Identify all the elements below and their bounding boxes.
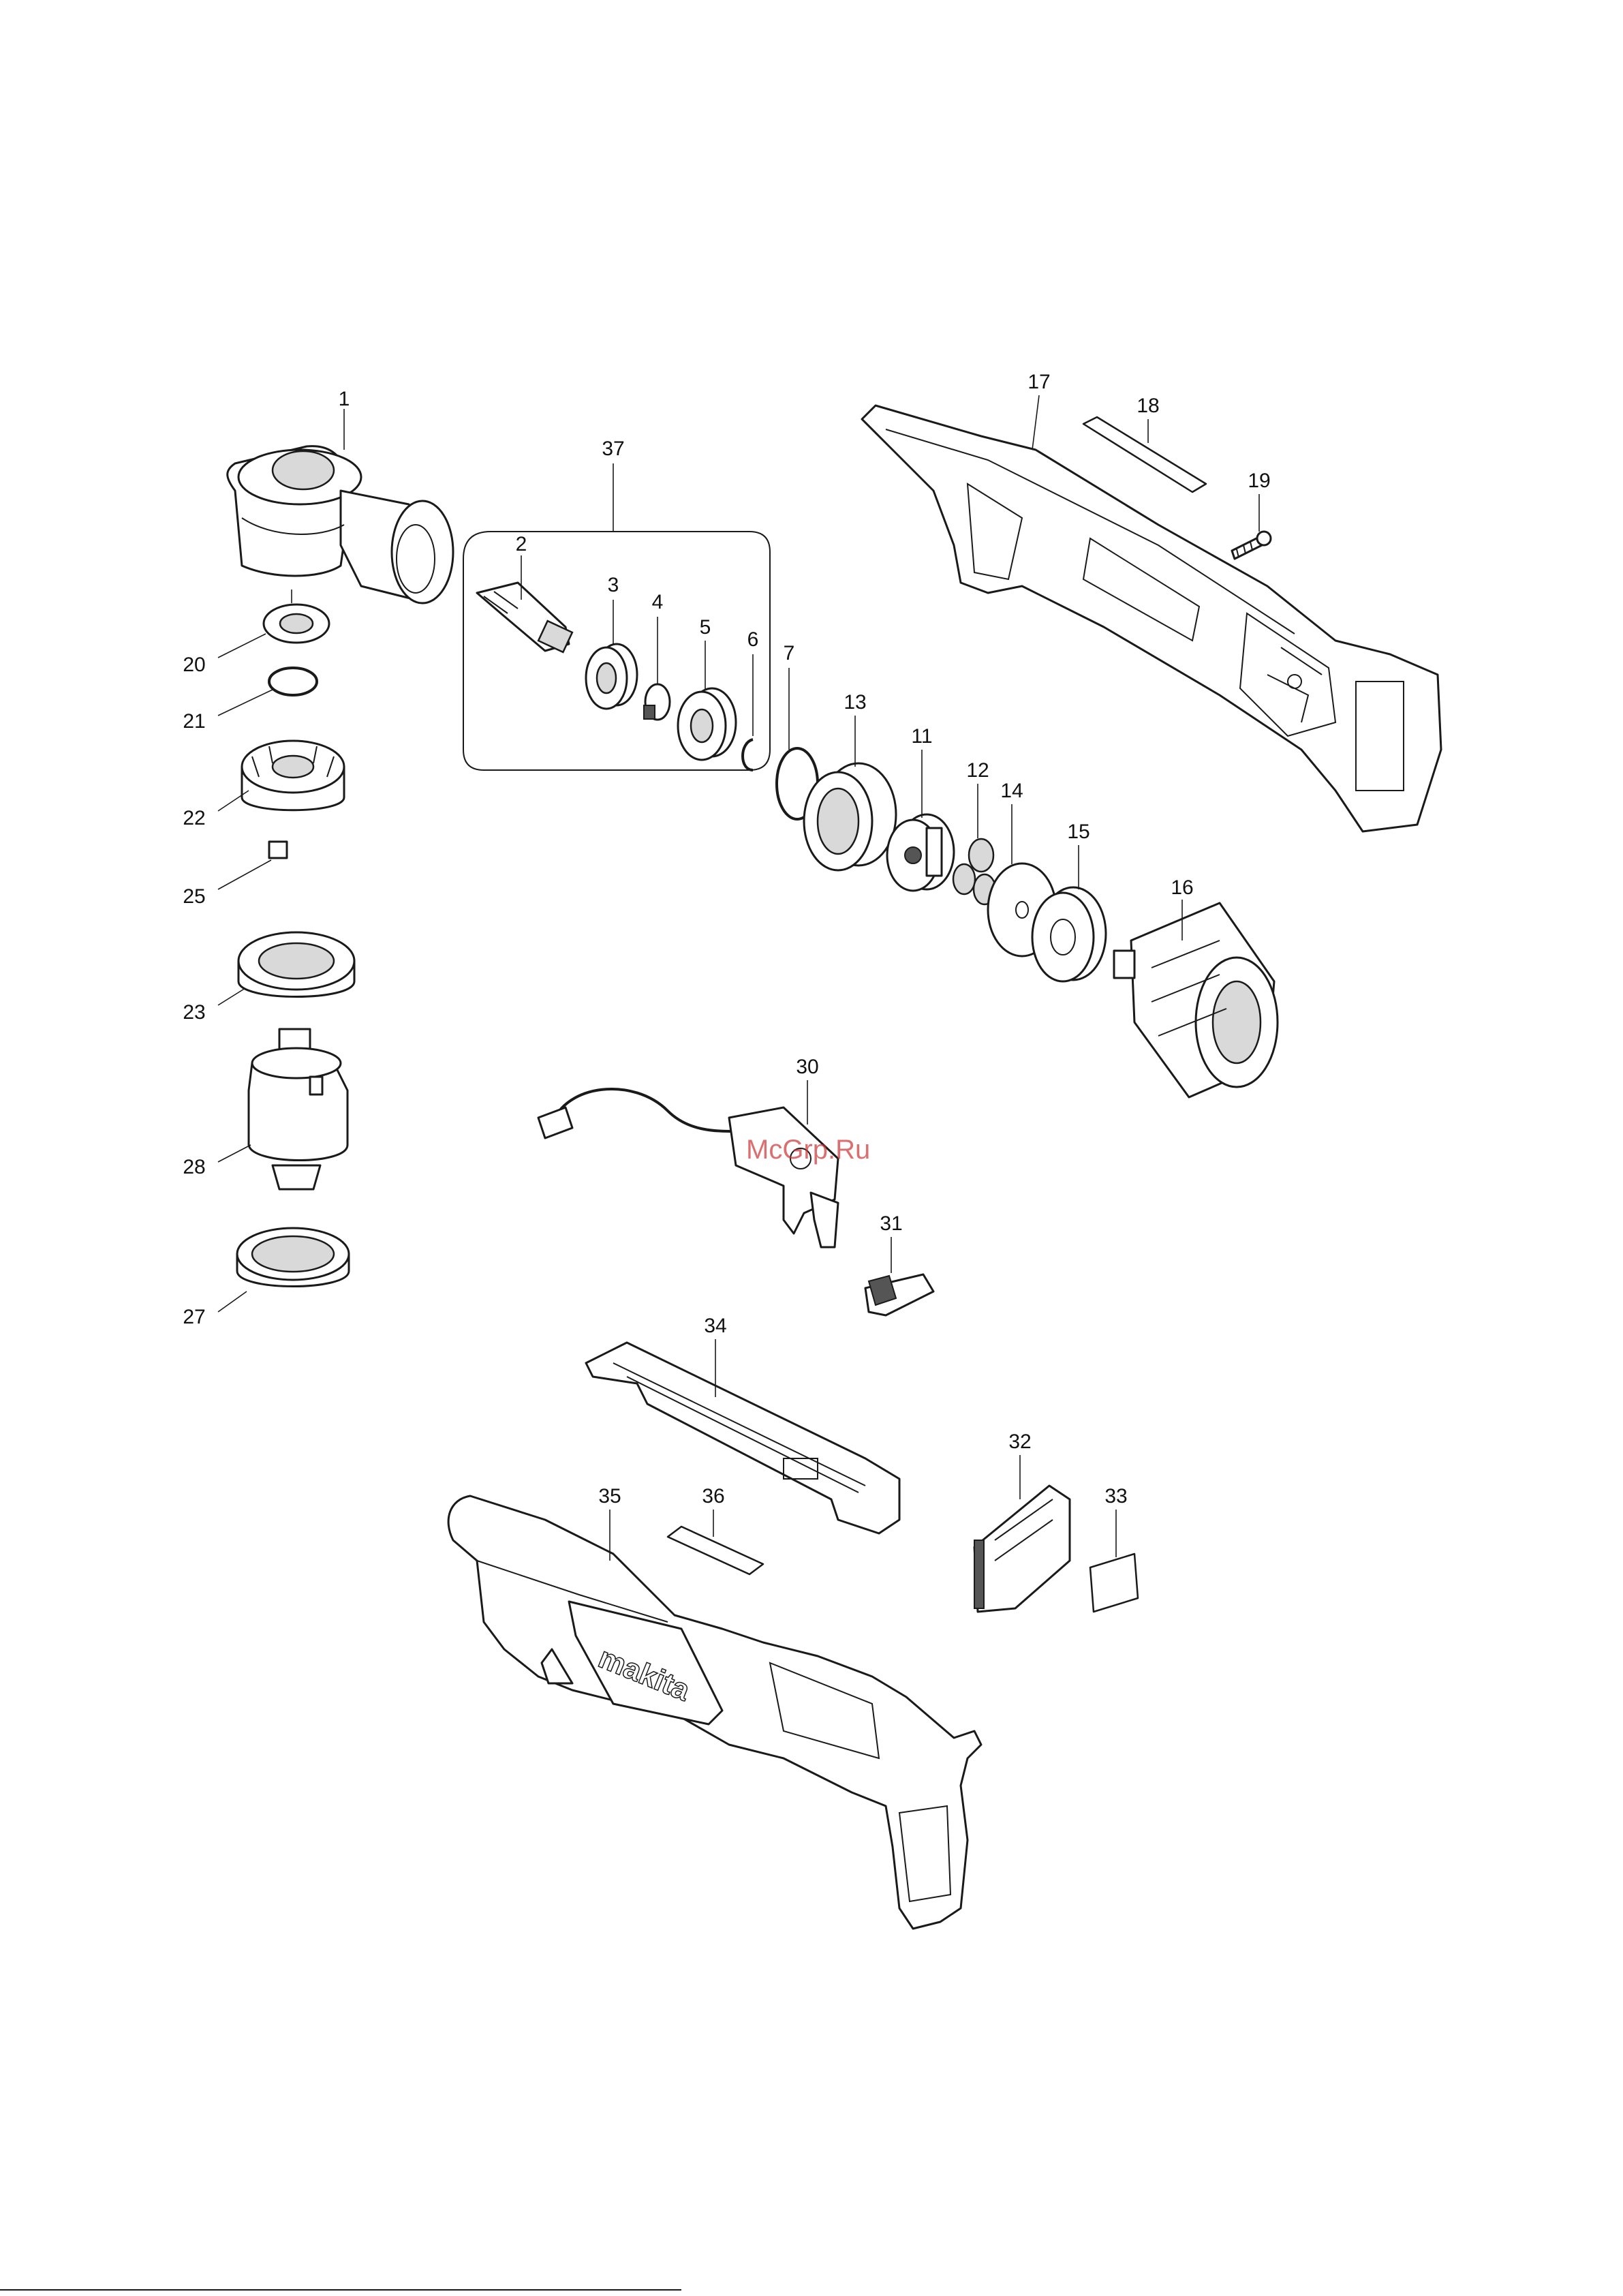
part-27-ring-nut: [237, 1228, 349, 1287]
label-2: 2: [516, 533, 527, 555]
label-22: 22: [183, 807, 205, 829]
label-17: 17: [1027, 371, 1050, 393]
part-25-block: [269, 842, 287, 858]
label-11: 11: [911, 725, 932, 748]
part-35-housing-set: makita: [448, 1496, 981, 1929]
part-33-label: [1090, 1554, 1138, 1612]
part-23-collar: [238, 932, 354, 997]
label-27: 27: [183, 1306, 205, 1328]
label-5: 5: [700, 616, 711, 639]
part-28-chuck: [249, 1029, 347, 1189]
part-21-retaining-ring: [269, 668, 317, 695]
label-30: 30: [796, 1056, 818, 1078]
label-20: 20: [183, 654, 205, 676]
part-11-carrier: [887, 814, 954, 891]
label-36: 36: [702, 1485, 724, 1507]
part-6-retaining-ring: [743, 739, 753, 770]
part-20-bearing: [264, 590, 329, 643]
part-15-spacer: [1032, 887, 1106, 981]
label-14: 14: [1000, 780, 1023, 802]
label-34: 34: [704, 1315, 726, 1337]
label-15: 15: [1067, 821, 1089, 843]
label-19: 19: [1248, 470, 1270, 492]
part-36-label: [668, 1527, 763, 1574]
label-13: 13: [844, 691, 866, 714]
part-19-screw: [1232, 532, 1271, 559]
label-16: 16: [1171, 876, 1193, 899]
label-4: 4: [652, 591, 664, 613]
label-12: 12: [966, 759, 989, 782]
part-32-terminal: [974, 1486, 1070, 1612]
label-33: 33: [1104, 1485, 1127, 1507]
label-35: 35: [598, 1485, 621, 1507]
part-1-angle-head: [228, 446, 453, 603]
label-18: 18: [1137, 395, 1159, 417]
part-3-bearing: [586, 644, 637, 709]
part-2-spindle: [477, 583, 572, 652]
part-22-gear: [242, 741, 344, 810]
label-28: 28: [183, 1156, 205, 1178]
label-1: 1: [339, 388, 350, 410]
label-3: 3: [608, 574, 619, 596]
part-18-label: [1083, 417, 1206, 492]
part-34-rail: [586, 1343, 899, 1533]
watermark: McGrp.Ru: [746, 1135, 870, 1165]
label-31: 31: [880, 1212, 902, 1235]
label-21: 21: [183, 710, 205, 733]
label-7: 7: [784, 642, 795, 664]
label-6: 6: [747, 628, 759, 651]
part-4-washer: [644, 684, 670, 720]
part-16-motor: [1114, 903, 1278, 1097]
part-31-lever: [865, 1274, 933, 1315]
part-5-bearing: [678, 688, 736, 760]
label-23: 23: [183, 1001, 205, 1024]
label-25: 25: [183, 885, 205, 908]
part-30-switch: [538, 1089, 838, 1247]
label-37: 37: [602, 438, 624, 460]
part-17-housing-set: [862, 405, 1441, 831]
label-32: 32: [1008, 1430, 1031, 1453]
